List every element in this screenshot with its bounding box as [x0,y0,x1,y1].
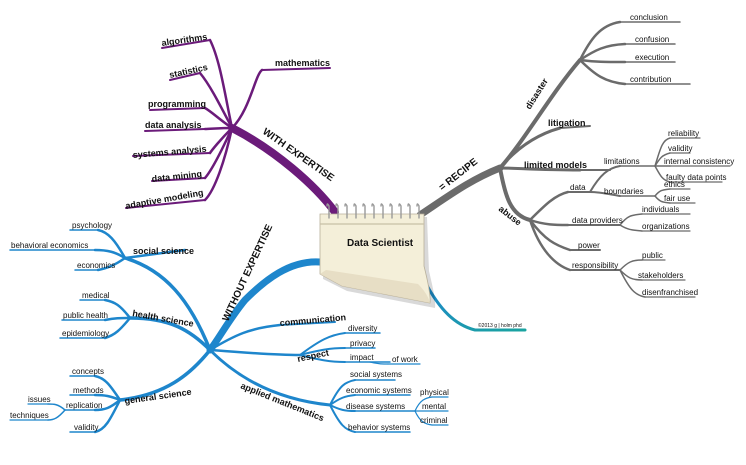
applied-item-economic-systems: economic systems [346,386,412,395]
power-label: power [578,241,600,250]
provider-organizations: organizations [642,222,690,231]
applied-item-social-systems: social systems [350,370,402,379]
respect-item-privacy: privacy [350,339,375,348]
general-item-replication: replication [66,401,102,410]
copyright-text: ©2013 g | holm phd [478,322,522,329]
limitation-internal-consistency: internal consistency [664,157,734,166]
limited-models-label: limited models [524,160,587,170]
central-notepad: Data Scientist [319,203,436,308]
respect-item-impact: impact [350,353,374,362]
general-item-concepts: concepts [72,367,104,376]
health-item-epidemiology: epidemiology [62,329,109,338]
item-programming: programming [148,99,206,109]
boundaries-ethics: ethics [664,180,685,189]
disaster-item-contribution: contribution [630,75,671,84]
responsibility-label: responsibility [572,261,618,270]
respect-impact-sub: of work [392,355,419,364]
provider-individuals: individuals [642,205,679,214]
limitation-reliability: reliability [668,129,699,138]
item-adaptive-modeling: adaptive modeling [125,187,205,211]
respect-item-diversity: diversity [348,324,377,333]
responsibility-stakeholders: stakeholders [638,271,683,280]
health-item-public-health: public health [63,311,108,320]
item-algorithms: algorithms [161,32,208,48]
notepad-spiral [326,203,420,219]
item-data-analysis: data analysis [145,120,202,130]
disaster-item-execution: execution [635,53,669,62]
data-providers-label: data providers [572,216,623,225]
health-science-label: health science [132,308,195,329]
social-item-psychology: psychology [72,221,112,230]
teal-branch [423,280,527,332]
general-sub-issues: issues [28,395,51,404]
item-mathematics: mathematics [275,58,330,68]
disaster-item-confusion: confusion [635,35,669,44]
responsibility-public: public [642,251,663,260]
applied-item-behavior-systems: behavior systems [348,423,410,432]
limitation-validity: validity [668,144,692,153]
item-systems-analysis: systems analysis [132,144,207,160]
health-item-medical: medical [82,291,110,300]
general-item-methods: methods [73,386,104,395]
boundaries-label: boundaries [604,187,644,196]
limitation-faulty-data-points: faulty data points [666,173,726,182]
boundaries-fair-use: fair use [664,194,691,203]
disease-sub-criminal: criminal [420,416,448,425]
social-science-label: social science [133,246,194,256]
general-item-validity: validity [74,423,98,432]
communication-label: communication [279,312,346,328]
disease-sub-physical: physical [420,388,449,397]
without-expertise-branch [9,228,449,434]
item-data-mining: data mining [151,169,202,184]
recipe-branch [416,20,731,298]
abuse-data-label: data [570,183,586,192]
responsibility-disenfranchised: disenfranchised [642,288,698,297]
with-expertise-branch [125,38,339,216]
disease-sub-mental: mental [422,402,446,411]
center-title: Data Scientist [347,238,414,249]
litigation-label: litigation [548,118,586,128]
social-item-economics: economics [77,261,115,270]
social-item-behavioral-economics: behavioral economics [11,241,88,250]
disaster-item-conclusion: conclusion [630,13,668,22]
applied-item-disease-systems: disease systems [346,402,405,411]
without-expertise-label: WITHOUT EXPERTISE [221,223,276,324]
limitations-label: limitations [604,157,640,166]
general-sub-techniques: techniques [10,411,49,420]
respect-label: respect [296,348,329,364]
